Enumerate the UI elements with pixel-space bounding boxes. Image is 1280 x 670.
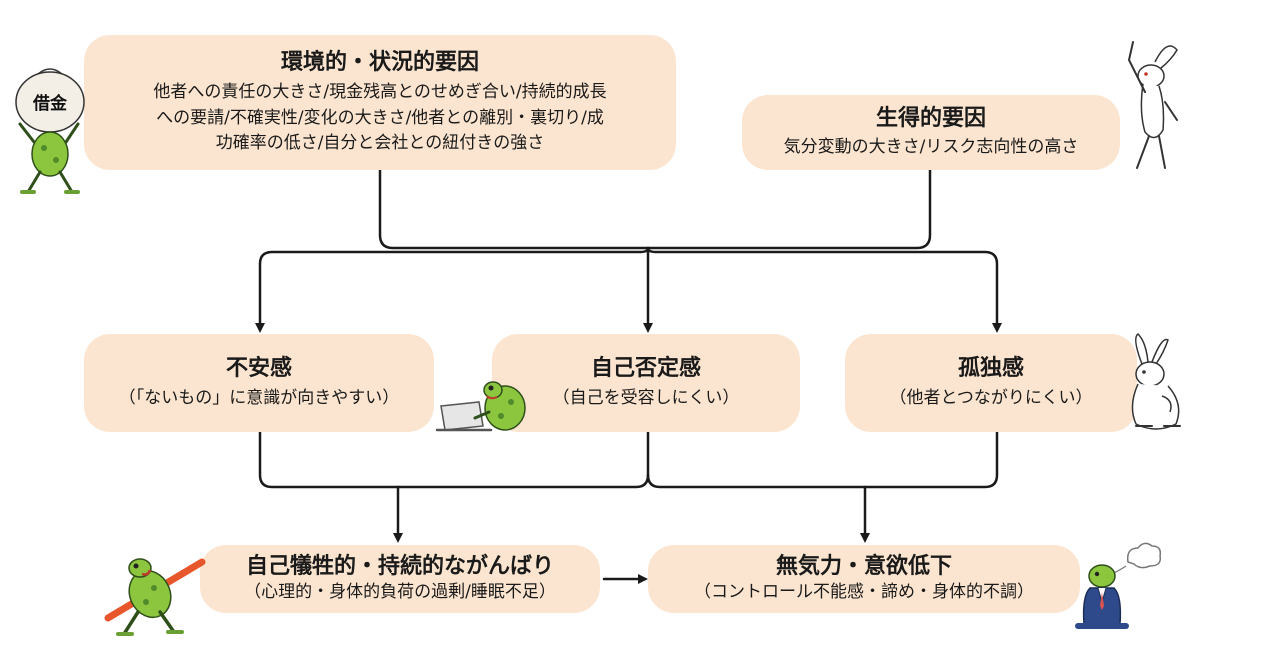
frog-running-illustration — [104, 558, 206, 636]
connector-split-left — [255, 246, 650, 333]
self-denial-text: （自己を受容しにくい） — [552, 388, 740, 408]
anxiety-text: （「ないもの」に意識が向きやすい） — [118, 388, 400, 408]
frog-money-bag-illustration: 借金 — [15, 68, 85, 194]
self-denial-box: 自己否定感 （自己を受容しにくい） — [492, 334, 800, 432]
connector-split-right — [646, 246, 1002, 333]
money-bag-label: 借金 — [32, 93, 68, 114]
isolation-box: 孤独感 （他者とつながりにくい） — [845, 334, 1137, 432]
innate-factors-box: 生得的要因 気分変動の大きさ/リスク志向性の高さ — [742, 95, 1120, 170]
connector-env-down — [378, 168, 650, 250]
isolation-title: 孤独感 — [957, 355, 1024, 381]
environmental-factors-box: 環境的・状況的要因 他者への責任の大きさ/現金残高とのせめぎ合い/持続的成長 へ… — [84, 35, 676, 170]
anxiety-title: 不安感 — [225, 355, 292, 381]
frog-suit-illustration — [1075, 542, 1162, 629]
isolation-text: （他者とつながりにくい） — [889, 388, 1093, 408]
environmental-factors-text: 他者への責任の大きさ/現金残高とのせめぎ合い/持続的成長 への要請/不確実性/変… — [153, 82, 607, 153]
innate-factors-title: 生得的要因 — [875, 106, 986, 131]
connector-self-down — [396, 430, 650, 489]
apathy-text: （コントロール不能感・諦め・身体的不調） — [694, 582, 1034, 602]
apathy-title: 無気力・意欲低下 — [775, 553, 952, 579]
environmental-factors-title: 環境的・状況的要因 — [280, 49, 479, 75]
sacrifice-title: 自己犠牲的・持続的ながんばり — [245, 553, 554, 579]
sacrifice-box: 自己犠牲的・持続的ながんばり （心理的・身体的負荷の過剰/睡眠不足） — [200, 545, 600, 613]
frog-laptop-illustration — [435, 381, 526, 432]
connector-isolation-down — [863, 430, 999, 489]
self-denial-title: 自己否定感 — [590, 355, 701, 381]
anxiety-box: 不安感 （「ないもの」に意識が向きやすい） — [84, 334, 434, 432]
connector-innate-down — [646, 168, 932, 250]
connector-anxiety-down — [258, 430, 400, 489]
rabbit-illustration-top — [1127, 41, 1178, 169]
sacrifice-text: （心理的・身体的負荷の過剰/睡眠不足） — [244, 582, 556, 602]
connector-self-down-right — [646, 473, 867, 489]
apathy-box: 無気力・意欲低下 （コントロール不能感・諦め・身体的不調） — [648, 545, 1080, 613]
rabbit-illustration-sitting — [1131, 333, 1181, 430]
innate-factors-text: 気分変動の大きさ/リスク志向性の高さ — [783, 136, 1079, 157]
